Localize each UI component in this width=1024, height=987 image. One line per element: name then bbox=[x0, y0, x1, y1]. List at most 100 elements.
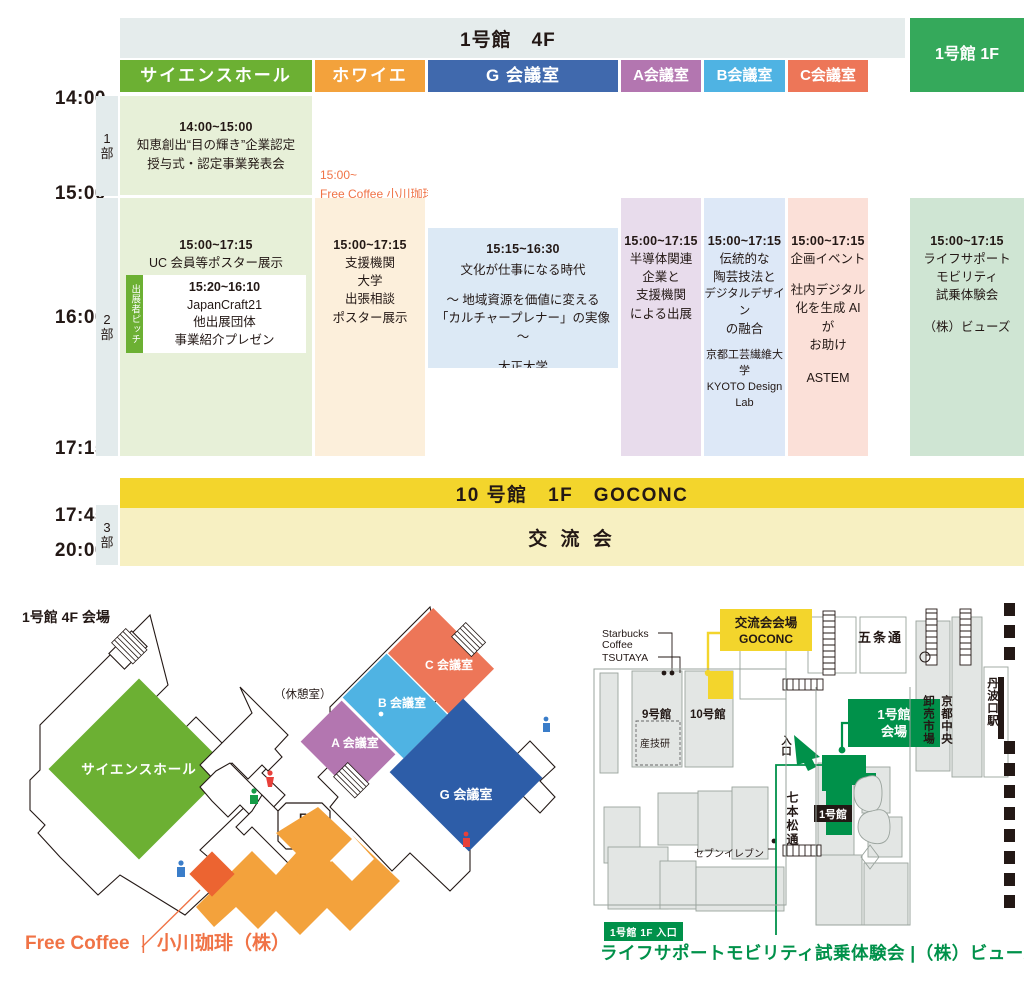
cell-time: 15:00~17:15 bbox=[333, 238, 407, 252]
cell-time: 15:15~16:30 bbox=[486, 242, 560, 256]
restroom-icon-right bbox=[543, 716, 550, 732]
time-label-1745: 17:45 bbox=[54, 505, 106, 526]
area-map-svg: 9号館 産技研 10号館 Starbucks Coffee TSUTAYA セブ… bbox=[593, 603, 1015, 935]
cell-time: 15:00~17:15 bbox=[707, 234, 782, 248]
cell-org-1: （株）ビューズ bbox=[923, 319, 1011, 334]
floorplan-4f: 1号館 4F 会場 サイエンスホール （休憩室） bbox=[0, 595, 560, 987]
cell-line-1: 支援機関 bbox=[344, 256, 395, 271]
exhibitor-pitch-box: 出展者ピッチ 15:20~16:10 JapanCraft21 他出展団体 事業… bbox=[126, 275, 306, 353]
floorplan-label-foyer: ホワイエ bbox=[288, 867, 342, 881]
part-column-2: 2 部 bbox=[96, 198, 118, 456]
floorplan-free-coffee-block bbox=[189, 851, 235, 897]
free-coffee-time: 15:00~ bbox=[320, 168, 358, 182]
floorplan-caption-jp: 小川珈琲（株） bbox=[157, 933, 291, 954]
time-label-1400: 14:00 bbox=[54, 88, 106, 109]
part-1-number: 1 bbox=[103, 130, 111, 146]
goconc-leader-line bbox=[706, 631, 720, 673]
cell-time: 15:00~17:15 bbox=[791, 234, 865, 248]
cell-line-1: 企画イベント bbox=[790, 252, 866, 267]
part-1-suffix: 部 bbox=[100, 146, 114, 161]
venue-leader-line bbox=[840, 721, 848, 750]
floorplan-label-room-b: B 会議室 bbox=[378, 695, 426, 710]
part-3-number: 3 bbox=[103, 519, 111, 535]
floorplan-caption-divider: | bbox=[140, 933, 146, 954]
free-coffee-leader-line bbox=[141, 889, 201, 948]
cell-line-1: JapanCraft21 bbox=[186, 297, 263, 312]
cell-bldg1-1f: 15:00~17:15 ライフサポート モビリティ 試乗体験会 （株）ビューズ bbox=[910, 198, 1024, 456]
area-map-goconc-badge-line2: GOCONC bbox=[739, 632, 793, 646]
cell-line-3: 支援機関 bbox=[635, 288, 686, 303]
area-map-goconc-badge-line1: 交流会会場 bbox=[735, 615, 798, 630]
area-map-label-9gokan: 9号館 bbox=[642, 707, 671, 721]
cell-foyer-part1 bbox=[315, 96, 425, 195]
part-3-suffix: 部 bbox=[100, 535, 114, 550]
area-map-venue-badge-line2: 会場 bbox=[881, 724, 907, 739]
schedule-room-header-science-hall: サイエンスホール bbox=[120, 60, 312, 92]
cell-detail-2: 化を生成 AI が bbox=[795, 301, 861, 334]
floorplan-title: 1号館 4F 会場 bbox=[22, 609, 110, 625]
cell-room-g-event: 15:15~16:30 文化が仕事になる時代 ～ 地域資源を価値に変える 「カル… bbox=[428, 228, 618, 368]
area-map-label-kyoto-chuo: 京都中央 bbox=[940, 694, 954, 745]
schedule-room-header-foyer: ホワイエ bbox=[315, 60, 425, 92]
area-map-building1-tag: 1号館 bbox=[814, 805, 852, 822]
floorplan-label-rest-room: （休憩室） bbox=[274, 687, 332, 701]
cell-line-2: 企業と bbox=[642, 270, 680, 285]
cell-org-1: 京都工芸繊維大学 bbox=[706, 348, 783, 377]
area-map-sangiken-block bbox=[635, 720, 681, 766]
cell-detail-3: お助け bbox=[809, 337, 847, 352]
area-map-label-coffee: Coffee bbox=[602, 639, 633, 651]
floorplan-room-a: A 会議室 bbox=[300, 700, 396, 796]
area-map-label-10gokan: 10号館 bbox=[690, 707, 726, 721]
cell-time: 15:00~17:15 bbox=[930, 234, 1004, 248]
floorplan-room-science-hall: サイエンスホール bbox=[48, 678, 230, 860]
part-2-suffix: 部 bbox=[100, 327, 114, 342]
area-map-label-sangiken: 産技研 bbox=[640, 737, 670, 750]
free-coffee-note: 15:00~ Free Coffee 小川珈琲 bbox=[320, 166, 434, 203]
cell-line-4: の融合 bbox=[725, 321, 764, 336]
cell-org: 大正大学 bbox=[497, 359, 548, 368]
cell-line-2: 大学 bbox=[357, 274, 383, 289]
schedule-table: 1号館 4F 1号館 1F サイエンスホール ホワイエ G 会議室 A会議室 B… bbox=[54, 18, 1024, 566]
area-map: 9号館 産技研 10号館 Starbucks Coffee TSUTAYA セブ… bbox=[580, 595, 1024, 987]
restroom-icon-right-2 bbox=[463, 831, 470, 847]
cell-time: 14:00~15:00 bbox=[179, 120, 253, 135]
schedule-room-header-bldg1-1f: 1号館 1F bbox=[910, 18, 1024, 92]
schedule-room-header-room-a: A会議室 bbox=[621, 60, 701, 92]
cell-org-2: KYOTO Design bbox=[706, 380, 783, 393]
area-map-venue-badge-line1: 1号館 bbox=[877, 707, 910, 722]
floorplan-label-room-a: A 会議室 bbox=[331, 735, 379, 750]
area-map-building1-tag-label: 1号館 bbox=[819, 807, 847, 821]
mobility-leader-line bbox=[775, 764, 822, 935]
cell-org-3: Lab bbox=[735, 396, 754, 409]
schedule-room-header-room-b: B会議室 bbox=[704, 60, 785, 92]
social-name-band: 交 流 会 bbox=[120, 508, 1024, 566]
cell-line-4: ポスター展示 bbox=[332, 310, 408, 325]
time-label-1500: 15:00 bbox=[54, 183, 106, 204]
cell-room-c: 15:00~17:15 企画イベント 社内デジタル 化を生成 AI が お助け … bbox=[788, 198, 868, 456]
area-map-label-gojo-dori: 五条通 bbox=[858, 630, 903, 645]
floorplan-caption-en: Free Coffee bbox=[25, 933, 130, 954]
floorplan-label-room-c: C 会議室 bbox=[425, 657, 473, 672]
floorplan-room-foyer: ホワイエ bbox=[196, 807, 400, 935]
cell-line-3: デジタルデザイン bbox=[704, 288, 785, 318]
floorplan-room-c: C 会議室 bbox=[387, 607, 495, 715]
cell-line-1: 伝統的な bbox=[719, 252, 770, 267]
floorplan-label-science-hall: サイエンスホール bbox=[81, 762, 197, 777]
cell-sub-1: ～ 地域資源を価値に変える bbox=[446, 293, 600, 308]
cell-detail-1: 社内デジタル bbox=[790, 283, 866, 298]
exhibitor-pitch-tab-label: 出展者ピッチ bbox=[126, 275, 143, 353]
cell-line-1: UC 会員等ポスター展示 bbox=[148, 256, 284, 271]
restroom-icon-male-lower bbox=[177, 860, 185, 877]
railway-dashes bbox=[1004, 603, 1015, 908]
floorplan-svg: サイエンスホール （休憩室） bbox=[29, 605, 556, 948]
cell-time: 15:00~17:15 bbox=[624, 234, 698, 248]
area-map-label-tsutaya: TSUTAYA bbox=[602, 652, 648, 664]
cell-room-a: 15:00~17:15 半導体関連 企業と 支援機関 による出展 bbox=[621, 198, 701, 456]
cell-line-3: 試乗体験会 bbox=[935, 288, 999, 303]
exhibitor-pitch-body: 15:20~16:10 JapanCraft21 他出展団体 事業紹介プレゼン bbox=[143, 275, 306, 353]
entrance-arrow-icon bbox=[794, 735, 820, 771]
time-label-1600: 16:00 bbox=[54, 307, 106, 328]
cell-line-2: モビリティ bbox=[936, 270, 998, 285]
floorplan-label-room-g: G 会議室 bbox=[440, 787, 493, 802]
area-map-venue-badge: 1号館 会場 bbox=[848, 699, 940, 747]
